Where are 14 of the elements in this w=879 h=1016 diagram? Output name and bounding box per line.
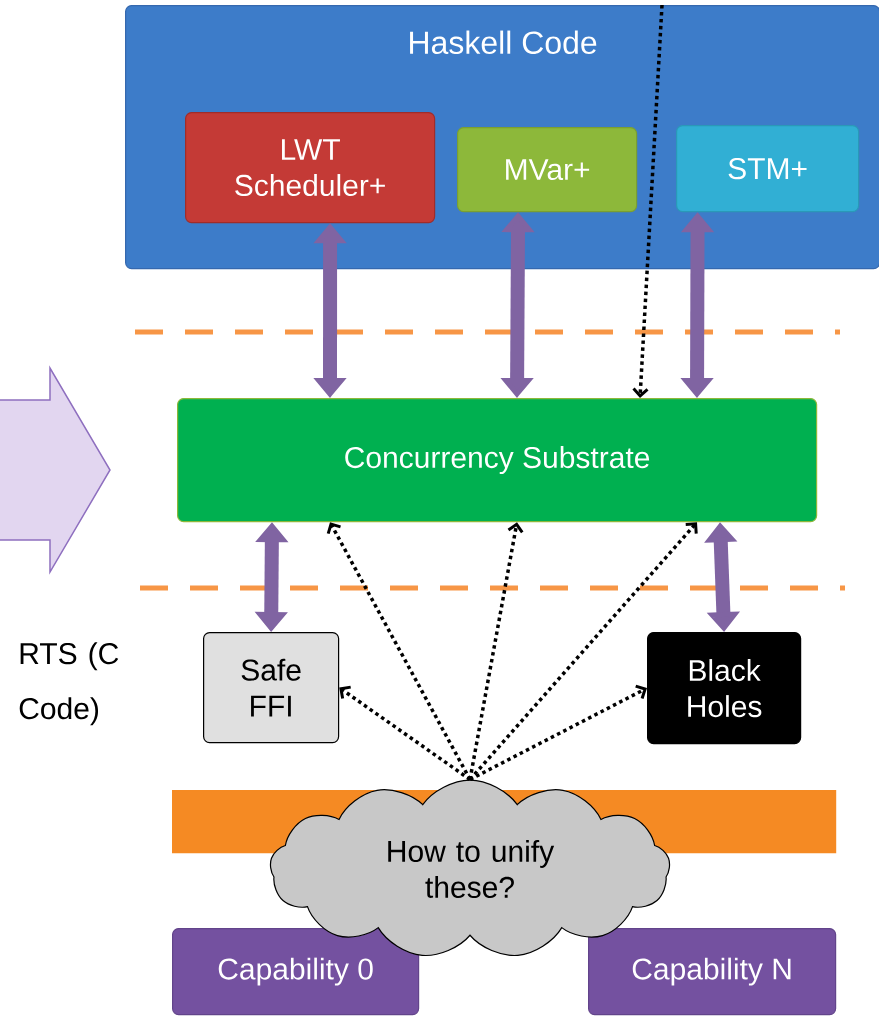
layer-box: Concurrency Substrate xyxy=(177,398,818,523)
dotted-arrow xyxy=(468,522,524,780)
capability-box: Capability N xyxy=(588,928,837,1016)
dotted-arrow xyxy=(339,685,471,781)
side-label: RTS (C Code) xyxy=(19,642,119,726)
capability-box: Capability 0 xyxy=(172,928,420,1016)
dotted-arrow xyxy=(469,684,647,782)
dotted-arrow xyxy=(632,4,664,398)
thought-cloud: How to unify these? xyxy=(269,779,671,957)
component-box: MVar+ xyxy=(457,127,638,213)
component-box: Black Holes xyxy=(647,632,802,745)
component-box: LWT Scheduler+ xyxy=(185,112,436,224)
component-box: STM+ xyxy=(676,125,860,213)
component-box: Safe FFI xyxy=(203,632,340,744)
